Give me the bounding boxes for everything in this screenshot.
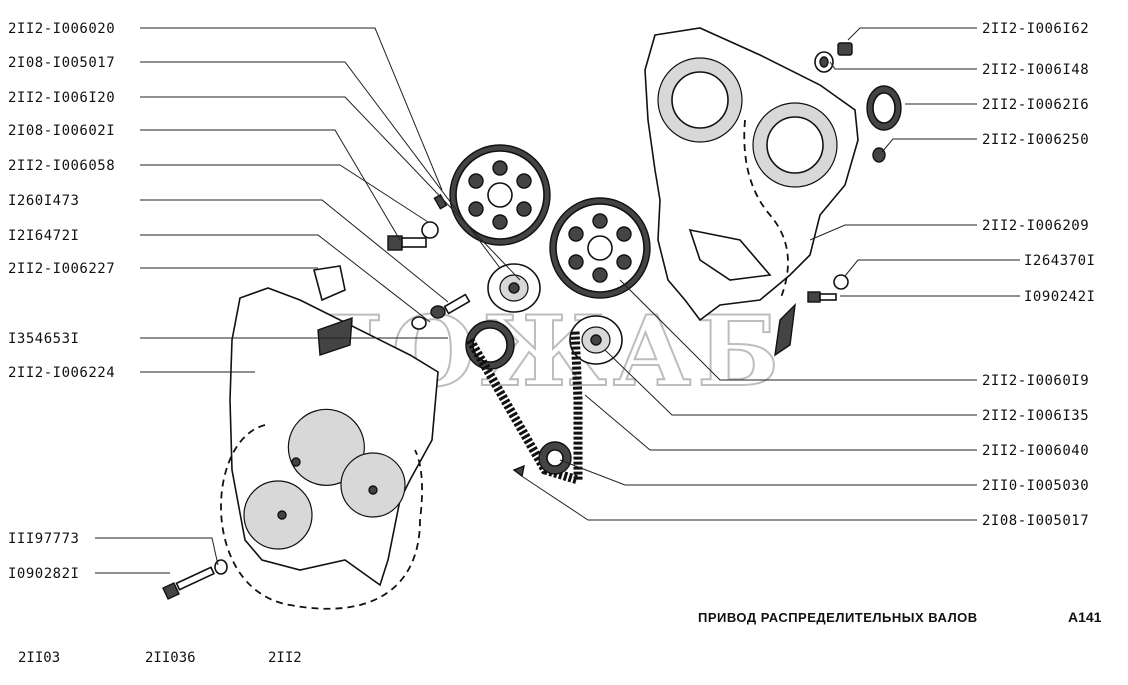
part-label: 2II0-I005030 (982, 478, 1089, 494)
part-label: I260I473 (8, 193, 79, 209)
part-label: I090242I (1024, 289, 1095, 305)
diagram-title: ПРИВОД РАСПРЕДЕЛИТЕЛЬНЫХ ВАЛОВ (698, 610, 978, 625)
part-label: 2I08-I005017 (982, 513, 1089, 529)
stud-and-nut (411, 293, 471, 330)
sheet-number: A141 (1068, 609, 1102, 625)
part-label: 2II2-I0060I9 (982, 373, 1089, 389)
part-label: 2II2-I006I62 (982, 21, 1089, 37)
camshaft-sprocket-upper (449, 144, 551, 246)
bolt-lower-left (162, 559, 228, 600)
part-label: I090282I (8, 566, 79, 582)
left-part-labels: 2II2-I006020 2I08-I005017 2II2-I006I20 2… (8, 21, 115, 582)
part-label: 2II2-I006020 (8, 21, 115, 37)
part-label: 2II2-I006224 (8, 365, 115, 381)
part-label: I264370I (1024, 253, 1095, 269)
model-code: 2II036 (145, 650, 196, 666)
part-label: I2I6472I (8, 228, 79, 244)
part-label: 2I08-I00602I (8, 123, 115, 139)
part-label: 2II2-I006209 (982, 218, 1089, 234)
part-label: III97773 (8, 531, 79, 547)
part-label: 2I08-I005017 (8, 55, 115, 71)
model-code: 2II03 (18, 650, 60, 666)
oil-seal (866, 85, 902, 131)
bolt-right (807, 291, 837, 303)
cover-bracket (312, 265, 353, 356)
part-label: 2II2-I006I20 (8, 90, 115, 106)
idler-pulley (487, 263, 541, 313)
timing-belt (466, 329, 583, 487)
part-label: 2II2-I006040 (982, 443, 1089, 459)
camshaft-sprocket-lower (549, 197, 651, 299)
part-label: 2II2-I006227 (8, 261, 115, 277)
washer-right (833, 274, 849, 290)
part-label: 2II2-I006058 (8, 158, 115, 174)
right-part-labels: 2II2-I006I62 2II2-I006I48 2II2-I0062I6 2… (982, 21, 1095, 529)
part-label: 2II2-I006250 (982, 132, 1089, 148)
rear-timing-cover (644, 27, 859, 357)
front-timing-cover (220, 287, 439, 610)
tensioner-pulley (569, 315, 623, 365)
leader-lines (95, 27, 1020, 574)
part-label: 2II2-I006I35 (982, 408, 1089, 424)
part-label: 2II2-I006I48 (982, 62, 1089, 78)
plug-and-washer (814, 42, 853, 73)
key-lower (512, 464, 525, 478)
part-label: I354653I (8, 331, 79, 347)
bolt-upper (387, 221, 439, 251)
part-label: 2II2-I0062I6 (982, 97, 1089, 113)
model-code: 2II2 (268, 650, 302, 666)
